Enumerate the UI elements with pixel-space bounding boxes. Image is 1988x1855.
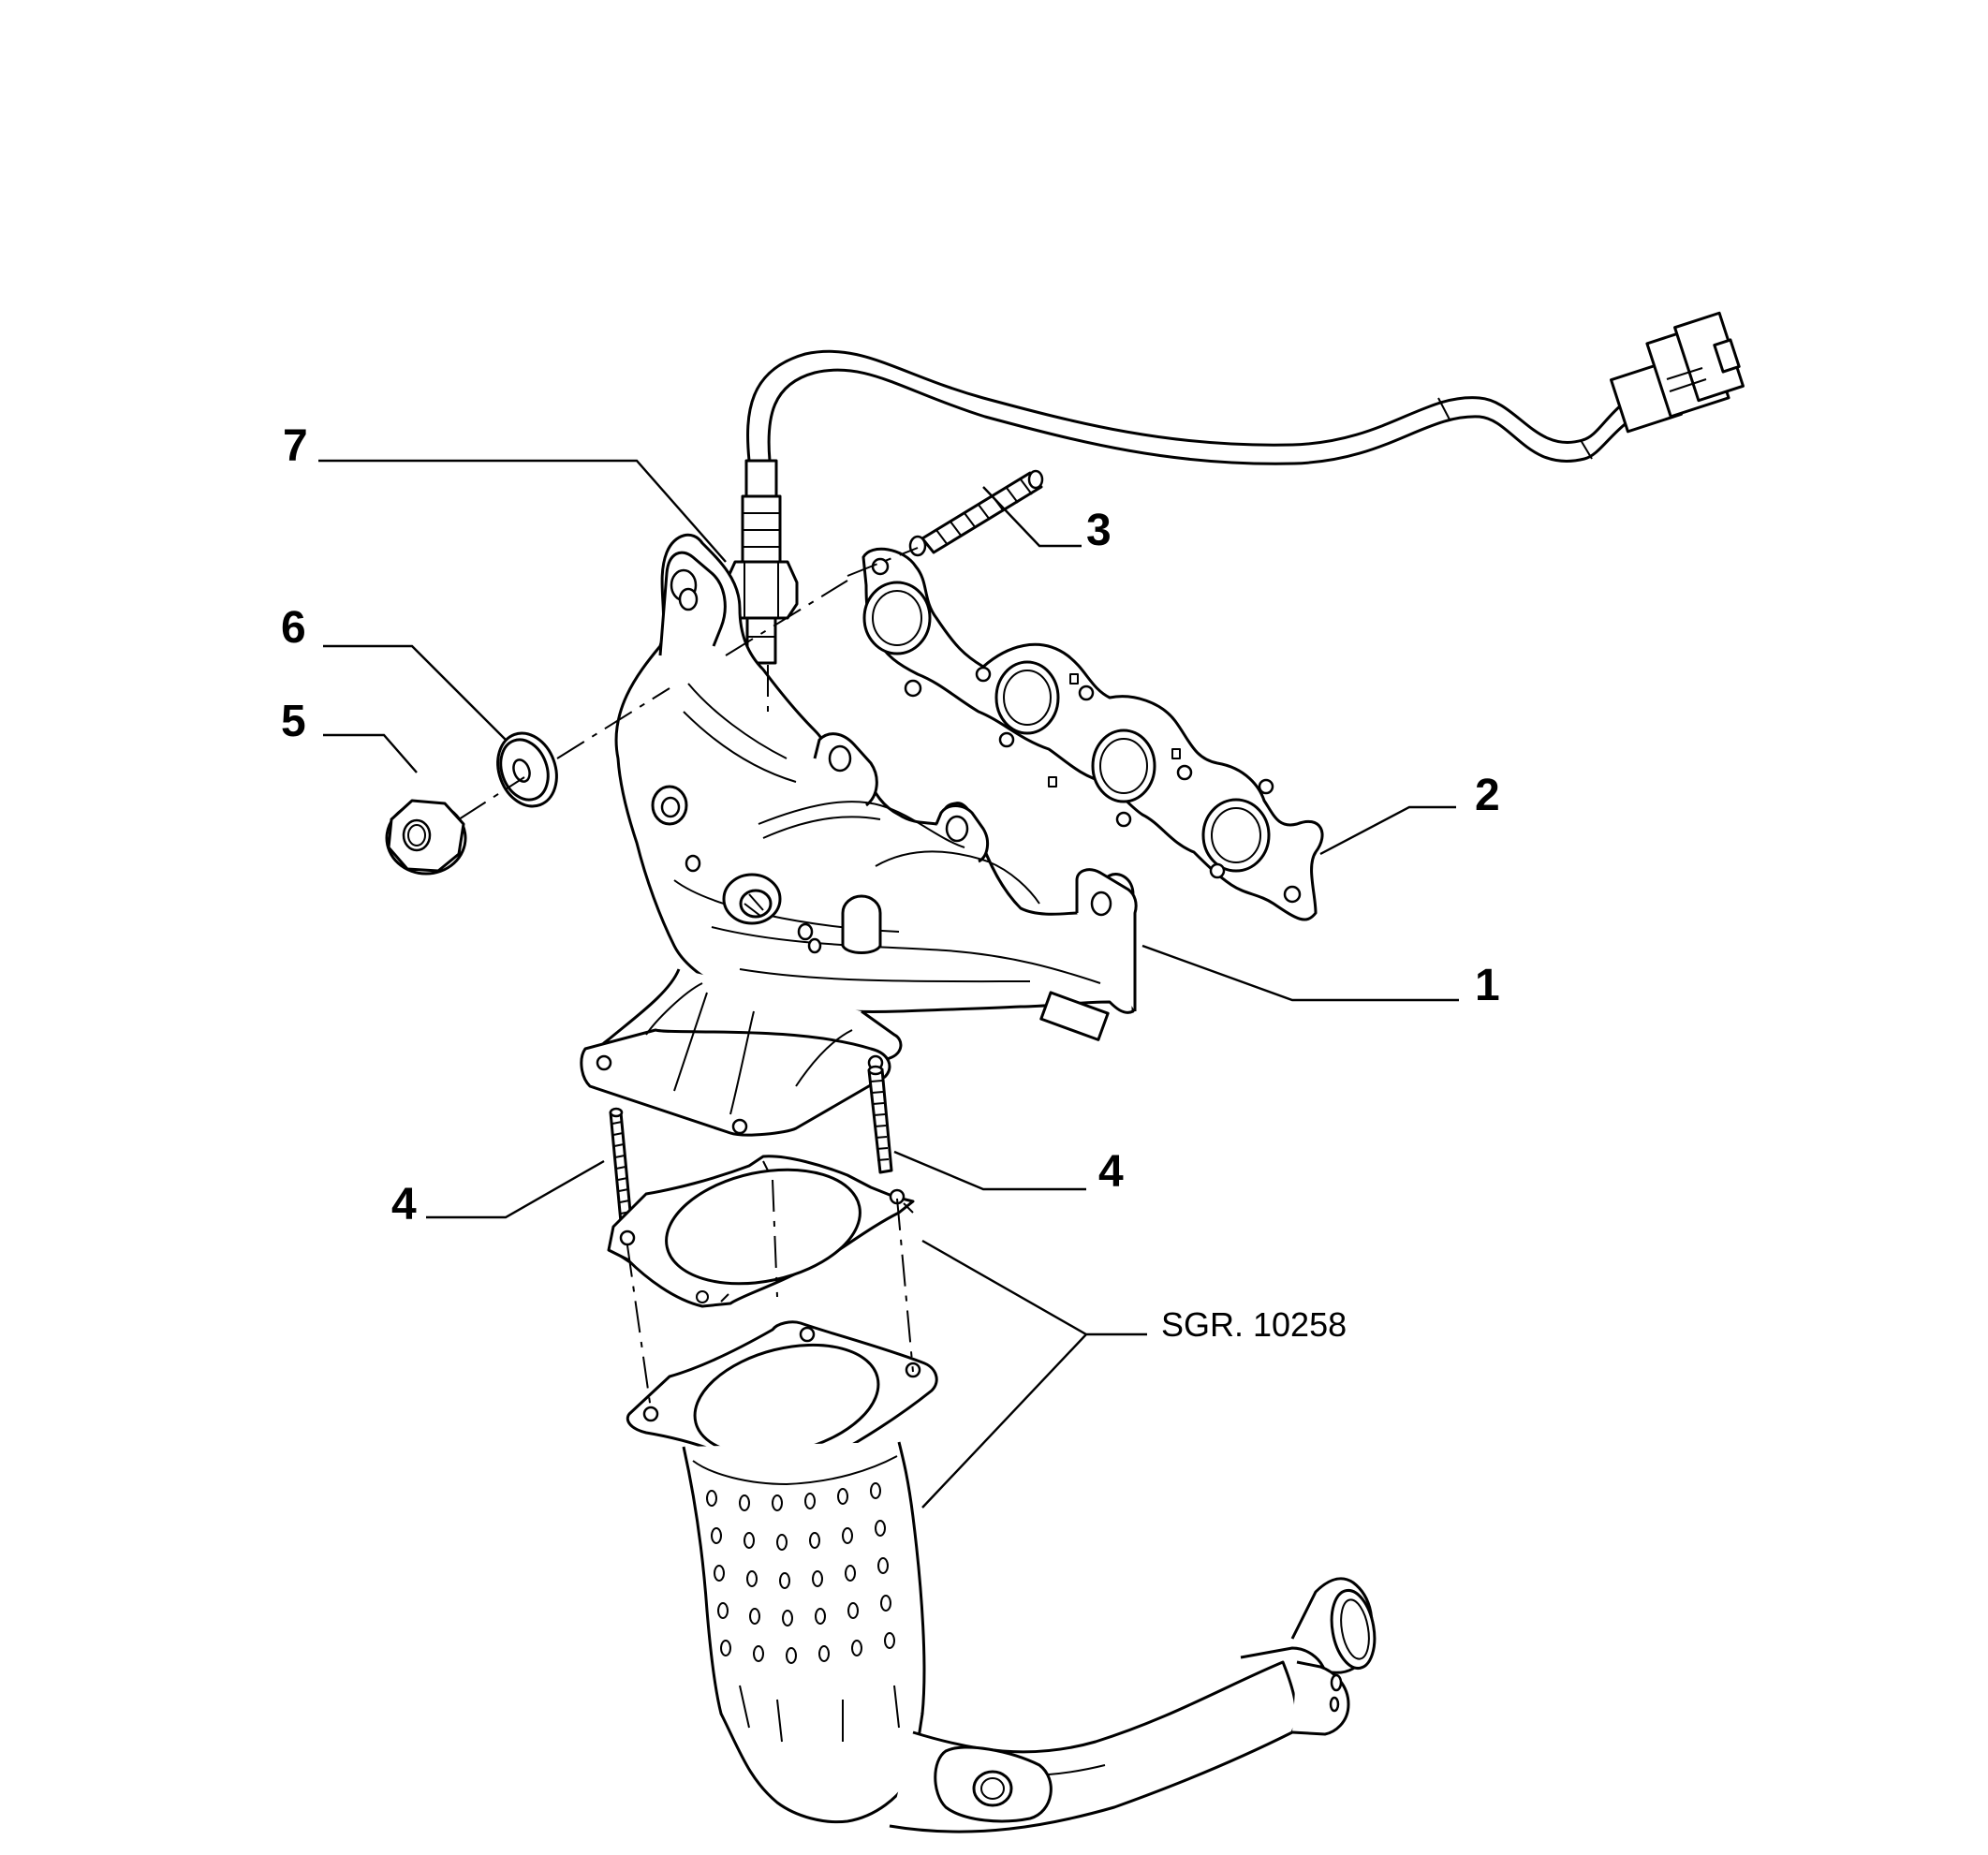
assembly-center-lines — [458, 547, 919, 1410]
manifold-gasket — [861, 547, 1324, 921]
oxygen-sensor-cable — [746, 349, 1655, 465]
oxygen-sensor — [724, 459, 799, 665]
catalytic-converter — [626, 1320, 1377, 1833]
flange-nut — [385, 799, 467, 876]
callout-3: 3 — [1086, 506, 1112, 555]
callout-4-left: 4 — [391, 1180, 417, 1229]
manifold-stud — [908, 469, 1044, 557]
downpipe-studs — [609, 1065, 893, 1234]
exhaust-manifold — [580, 533, 1138, 1137]
leader-lines — [318, 459, 1459, 1509]
callout-1: 1 — [1475, 961, 1500, 1010]
callout-5: 5 — [281, 697, 306, 746]
callout-6: 6 — [281, 603, 306, 653]
washer — [496, 731, 558, 808]
callout-4-right: 4 — [1098, 1147, 1124, 1197]
callout-7: 7 — [283, 421, 308, 471]
callout-2: 2 — [1475, 771, 1500, 820]
sensor-connector — [1610, 311, 1745, 434]
reference-code: SGR. 10258 — [1161, 1305, 1347, 1344]
downpipe-gasket — [607, 1155, 915, 1308]
